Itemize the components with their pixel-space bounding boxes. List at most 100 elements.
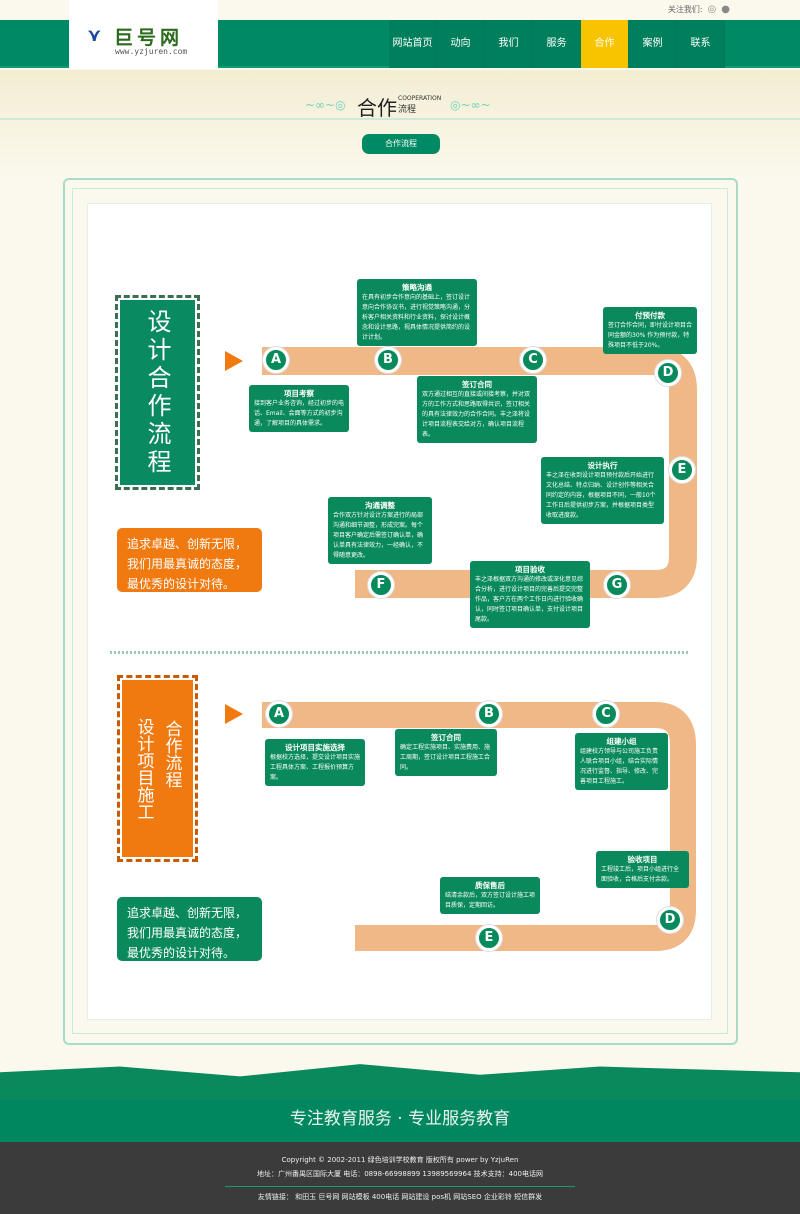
callout-text: 接到客户业务咨询，经过初步的电话、Email、会面等方式的初步沟通，了解项目的具… [254,400,345,427]
ornament-left-icon: ~∞~◎ [305,98,346,112]
callout-strategy: 策略沟通在具有初步合作意向的基础上，签订设计意向合作协议书，进行视觉策略沟通，分… [357,279,477,346]
callout-title: 验收项目 [627,855,658,864]
weibo-icon[interactable]: ◎ [707,4,717,15]
step-circle-a: A [266,701,292,727]
callout-title: 项目考察 [284,389,314,398]
arrow-right-icon [225,351,243,371]
wechat-icon[interactable]: ● [721,4,730,15]
friend-links: 友情链接： 和田玉 巨号网 网站模板 400电话 网站建设 pos机 网站SEO… [0,1192,800,1202]
callout-text: 工程竣工后，项目小组进行全面验收，合格后支付余款。 [601,866,680,883]
callout-title: 签订合同 [431,733,461,742]
callout-text: 确定工程实施项目、实施费用、施工周期，签订设计项目工程施工合同。 [400,744,491,771]
link-item[interactable]: 和田玉 [295,1193,317,1201]
page-title: 合作 [357,96,397,120]
callout-adjust: 沟通调整合作双方针对设计方案进行的局部沟通和细节调整，形成完案。每个项目客户确定… [328,497,432,564]
nav-home[interactable]: 网站首页 [389,20,437,68]
callout-title: 组建小组 [606,737,637,746]
follow-label: 关注我们: [667,5,703,14]
callout-title: 策略沟通 [402,283,432,292]
decorative-frame-inner [72,188,728,1034]
footer-band [0,1100,800,1142]
link-item[interactable]: 400电话 [371,1193,400,1201]
section2-badge-a: 设计项目施工 [133,717,154,820]
callout-text: 丰之泽根据双方沟通的修改或深化意见综合分析，进行设计项目的完善后提交完整作品，客… [475,576,584,623]
section2-badge-b: 合作流程 [161,719,182,788]
page-title-sub: 流程 [398,105,417,115]
callout-prepayment: 付预付款签订合作合同，即付设计项目合同金额的30% 作为预付款，特殊项目不低于2… [603,307,697,354]
callout-text: 双方通过相互的直接或间接考察，并对双方的工作方式和思路取得共识，签订相关的具有法… [422,391,531,438]
tab-cooperation-process[interactable]: 合作流程 [362,134,440,154]
link-item[interactable]: 网站建设 [401,1193,430,1201]
footer [0,1142,800,1214]
callout-text: 结清余款后，双方签订设计施工项目质保，定期回访。 [445,892,536,909]
callout-title: 沟通调整 [365,501,395,510]
step-circle-g: G [604,572,630,598]
step-circle-d: D [657,907,683,933]
title-line [0,118,800,120]
callout-acceptance: 项目验收丰之泽根据双方沟通的修改或深化意见综合分析，进行设计项目的完善后提交完整… [470,561,590,628]
callout-contract: 签订合同双方通过相互的直接或间接考察，并对双方的工作方式和思路取得共识，签订相关… [417,376,537,443]
process-path-2 [262,702,696,951]
link-item[interactable]: 网站模板 [341,1193,370,1201]
logo-icon: ⋎ [87,25,102,46]
callout-warranty: 质保售后结清余款后，双方签订设计施工项目质保，定期回访。 [440,877,540,914]
nav-cases[interactable]: 案例 [629,20,677,68]
step-circle-d: D [655,360,681,386]
callout-contract: 签订合同确定工程实施项目、实施费用、施工周期，签订设计项目工程施工合同。 [395,729,497,776]
callout-title: 质保售后 [475,881,505,890]
nav-news[interactable]: 动向 [437,20,485,68]
step-circle-f: F [368,572,394,598]
callout-team: 组建小组组建校方领导与公司施工负责人联合项目小组，结合实际情况进行监督、指导、修… [575,733,668,790]
decorative-frame [63,178,738,1045]
callout-text: 签订合作合同，即付设计项目合同金额的30% 作为预付款，特殊项目不低于20%。 [608,322,693,349]
section-divider [110,651,690,654]
nav-cooperation[interactable]: 合作 [581,20,629,68]
main-nav: 网站首页 动向 我们 服务 合作 案例 联系 [389,20,725,68]
logo-url: www.yzjuren.com [115,47,188,56]
callout-title: 签订合同 [462,380,492,389]
section2-slogan: 追求卓越、创新无限，我们用最真诚的态度，最优秀的设计对待。 [117,897,262,961]
callout-text: 组建校方领导与公司施工负责人联合项目小组，结合实际情况进行监督、指导、修改、完善… [580,748,659,785]
address: 地址：广州番禺区国际大厦 电话：0898-66998899 1398956996… [257,1170,543,1178]
link-item[interactable]: 企业彩铃 [483,1193,512,1201]
arrow-right-icon [225,704,243,724]
step-circle-a: A [263,347,289,373]
step-circle-c: C [593,701,619,727]
callout-execution: 设计执行丰之泽在收到设计项目预付款后开始进行文化总结、特点归纳、设计创作等相关合… [541,457,664,524]
callout-title: 付预付款 [635,311,665,320]
callout-text: 根据校方选择，提交设计项目实施工程具体方案、工程报价预算方案。 [270,754,361,781]
callout-implementation: 设计项目实施选择根据校方选择，提交设计项目实施工程具体方案、工程报价预算方案。 [265,739,365,786]
step-circle-b: B [476,701,502,727]
nav-about[interactable]: 我们 [485,20,533,68]
callout-text: 丰之泽在收到设计项目预付款后开始进行文化总结、特点归纳、设计创作等相关合同约定的… [546,472,656,519]
link-item[interactable]: 短信群发 [514,1193,543,1201]
callout-text: 在具有初步合作意向的基础上，签订设计意向合作协议书，进行视觉策略沟通，分析客户相… [362,294,471,341]
links-label: 友情链接： [257,1193,293,1201]
footer-divider [225,1186,575,1187]
follow-us: 关注我们: ◎ ● [668,4,730,15]
nav-services[interactable]: 服务 [533,20,581,68]
section2-badge: 设计项目施工 合作流程 [117,675,198,862]
link-item[interactable]: 网站SEO [453,1193,482,1201]
callout-acceptance: 验收项目工程竣工后，项目小组进行全面验收，合格后支付余款。 [596,851,689,888]
copyright: Copyright © 2002-2011 绿色培训学校教育 版权所有 powe… [281,1156,519,1164]
link-item[interactable]: 巨号网 [318,1193,340,1201]
step-circle-b: B [375,347,401,373]
section1-slogan: 追求卓越、创新无限，我们用最真诚的态度，最优秀的设计对待。 [117,528,262,592]
section1-badge: 设计合作流程 [115,295,200,490]
callout-text: 合作双方针对设计方案进行的局部沟通和细节调整，形成完案。每个项目客户确定后需签订… [333,512,424,559]
logo[interactable]: ⋎ 巨号网 www.yzjuren.com [69,0,218,69]
callout-title: 设计项目实施选择 [285,743,345,752]
page-title-en: COOPERATION [398,95,442,102]
logo-name: 巨号网 [114,27,184,49]
nav-contact[interactable]: 联系 [677,20,725,68]
footer-slogan: 专注教育服务 · 专业服务教育 [289,1109,511,1129]
step-circle-c: C [520,347,546,373]
ornament-right-icon: ◎~∞~ [450,98,491,112]
step-circle-e: E [476,925,502,951]
callout-title: 项目验收 [515,565,545,574]
callout-title: 设计执行 [587,461,618,470]
callout-project-survey: 项目考察接到客户业务咨询，经过初步的电话、Email、会面等方式的初步沟通，了解… [249,385,349,432]
link-item[interactable]: pos机 [431,1193,452,1201]
